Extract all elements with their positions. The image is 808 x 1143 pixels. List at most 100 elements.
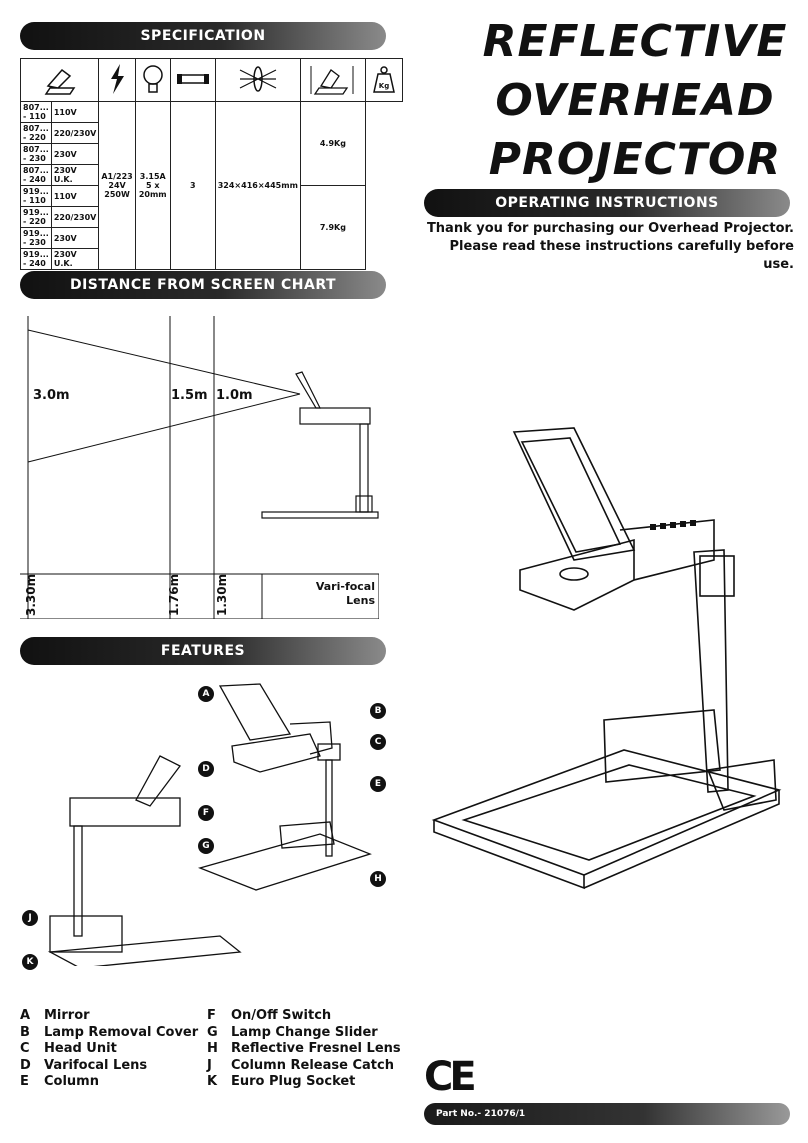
feature-item: H Reflective Fresnel Lens [207, 1041, 401, 1058]
spec-model: 807... - 220 [20, 122, 52, 144]
feature-key: E [20, 1074, 29, 1089]
feature-label: Mirror [44, 1008, 90, 1023]
thanks-text: Thank you for purchasing our Overhead Pr… [424, 220, 794, 274]
lamp-icon [134, 58, 171, 102]
spec-voltage: 230V U.K. [50, 248, 100, 270]
spec-voltage: 230V [50, 143, 100, 165]
callout-h: H [370, 871, 386, 887]
callout-a: A [198, 686, 214, 702]
feature-key: C [20, 1041, 30, 1056]
feature-key: B [20, 1024, 30, 1040]
title-line-3: PROJECTOR [488, 134, 782, 185]
spec-weight-807: 4.9Kg [299, 101, 366, 186]
ce-mark: CE [424, 1054, 477, 1100]
projector-illustration [431, 427, 782, 890]
callout-e: E [370, 776, 386, 792]
spec-model: 919... - 240 [20, 248, 52, 270]
callout-j: J [22, 910, 38, 926]
feature-label: Column [44, 1074, 99, 1089]
spec-fuse-line1: 3.15A [139, 172, 166, 181]
projector-side-view [261, 371, 379, 519]
feature-item: G Lamp Change Slider [207, 1025, 401, 1042]
feature-label: Reflective Fresnel Lens [231, 1041, 401, 1056]
feature-item: F On/Off Switch [207, 1008, 401, 1025]
callout-d: D [198, 761, 214, 777]
fuse-icon [169, 58, 216, 102]
feature-key: J [207, 1057, 212, 1073]
spec-fuse-line2: 5 x 20mm [138, 181, 167, 199]
lens-icon [214, 58, 301, 102]
callout-k: K [22, 954, 38, 970]
title-line-2: OVERHEAD [495, 75, 775, 126]
spec-model: 807... - 110 [20, 101, 52, 123]
spec-model: 807... - 240 [20, 164, 52, 186]
thanks-line-1: Thank you for purchasing our Overhead Pr… [426, 221, 794, 236]
specification-banner: SPECIFICATION [20, 22, 386, 50]
varifocal-line2: Lens [346, 594, 375, 607]
spec-voltage: 220/230V [50, 206, 100, 228]
spec-voltage: 230V U.K. [50, 164, 100, 186]
size-3-30m-label: 3.30m [24, 573, 38, 616]
distance-chart-heading: DISTANCE FROM SCREEN CHART [69, 277, 337, 293]
distance-chart-banner: DISTANCE FROM SCREEN CHART [20, 271, 386, 299]
features-list-right: F On/Off Switch G Lamp Change Slider H Refl… [207, 1008, 401, 1091]
feature-item: J Column Release Catch [207, 1058, 401, 1075]
dimensions-icon [299, 58, 366, 102]
feature-label: Lamp Removal Cover [44, 1024, 199, 1040]
distance-chart-drawing [20, 316, 379, 619]
spec-voltage: 110V [50, 101, 100, 123]
spec-icon-row: Kg [19, 58, 403, 102]
weight-icon: Kg [364, 58, 403, 102]
spec-row: 919... - 110 110V 7.9Kg [20, 185, 403, 270]
product-title: REFLECTIVE OVERHEAD PROJECTOR [470, 12, 800, 189]
spec-model: 919... - 110 [20, 185, 52, 207]
operating-heading: OPERATING INSTRUCTIONS [495, 195, 719, 211]
spec-lamp-line2: 24V 250W [104, 181, 130, 199]
projector-type-icon [19, 58, 100, 102]
feature-key: F [207, 1008, 216, 1023]
feature-key: D [20, 1057, 31, 1073]
voltage-icon [98, 58, 136, 102]
varifocal-line1: Vari-focal [315, 580, 375, 593]
features-banner: FEATURES [20, 637, 386, 665]
operating-banner: OPERATING INSTRUCTIONS [424, 189, 790, 217]
callout-f: F [198, 805, 214, 821]
size-1-30m-label: 1.30m [215, 573, 229, 616]
spec-lamp-line1: A1/223 [101, 172, 133, 181]
weight-icon-label: Kg [379, 82, 389, 90]
feature-key: G [207, 1024, 218, 1040]
feature-key: K [207, 1074, 218, 1089]
spec-model: 919... - 220 [20, 206, 52, 228]
spec-voltage: 110V [50, 185, 100, 207]
callout-c: C [370, 734, 386, 750]
thanks-line-2: Please read these instructions carefully… [449, 239, 794, 272]
spec-model: 919... - 230 [20, 227, 52, 249]
feature-item: B Lamp Removal Cover [20, 1025, 198, 1042]
spec-voltage: 230V [50, 227, 100, 249]
distance-1-5m-label: 1.5m [171, 388, 208, 403]
feature-label: Column Release Catch [231, 1057, 394, 1073]
feature-label: On/Off Switch [231, 1008, 332, 1023]
varifocal-lens-label: Vari-focal Lens [300, 580, 375, 608]
feature-item: A Mirror [20, 1008, 198, 1025]
features-heading: FEATURES [160, 643, 246, 659]
spec-model: 807... - 230 [20, 143, 52, 165]
distance-3m-label: 3.0m [33, 388, 70, 403]
feature-key: H [207, 1041, 218, 1056]
size-1-76m-label: 1.76m [167, 573, 181, 616]
feature-key: A [20, 1008, 31, 1023]
spec-dimensions: 324×416×445mm [214, 101, 301, 270]
part-number-bar: Part No.- 21076/1 [424, 1103, 790, 1125]
spec-lens-count: 3 [169, 101, 216, 270]
part-number: Part No.- 21076/1 [436, 1109, 526, 1119]
feature-label: Lamp Change Slider [231, 1024, 378, 1040]
title-line-1: REFLECTIVE [482, 16, 788, 67]
